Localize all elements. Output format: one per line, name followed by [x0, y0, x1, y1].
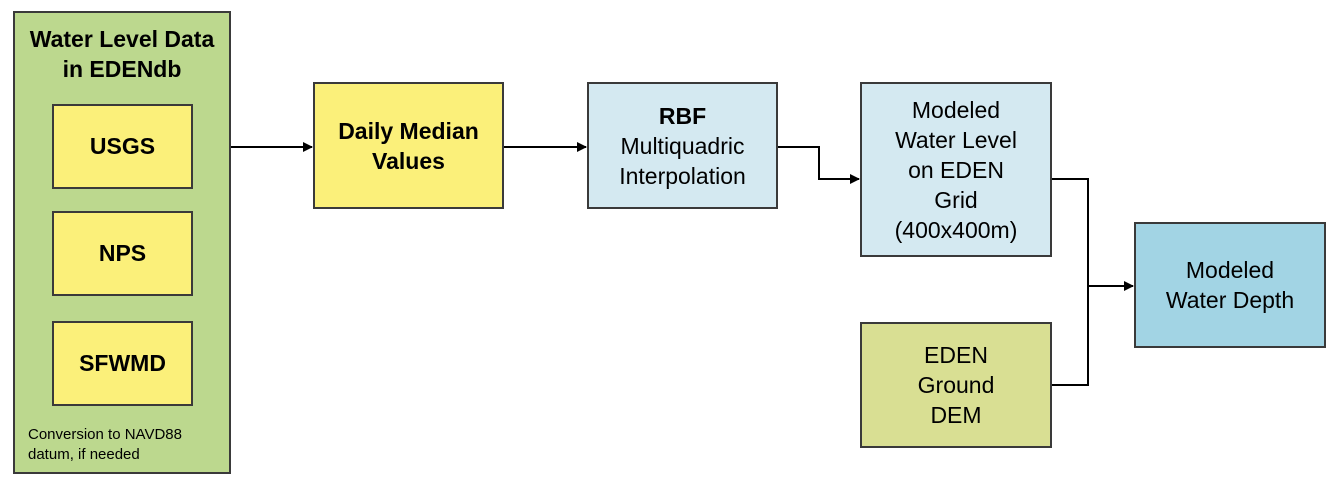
- modeled-level-line2: Water Level: [895, 126, 1017, 153]
- modeled-level-line1: Modeled: [911, 96, 1001, 123]
- conversion-note-line1: Conversion to NAVD88: [28, 426, 182, 443]
- connector-modeled-level-to-merge: [1052, 178, 1089, 286]
- source-usgs-label: USGS: [89, 133, 156, 159]
- source-nps-label: NPS: [98, 240, 147, 266]
- source-sfwmd-box: SFWMD: [52, 321, 193, 406]
- conversion-note: Conversion to NAVD88 datum, if needed: [28, 425, 182, 465]
- modeled-water-depth-box: Modeled Water Depth: [1134, 222, 1326, 348]
- dem-line3: DEM: [930, 402, 982, 428]
- container-title: Water Level Data in EDENdb: [30, 24, 215, 84]
- source-sfwmd-label: SFWMD: [79, 350, 166, 376]
- modeled-level-line5: (400x400m): [894, 216, 1018, 243]
- daily-median-values-box: Daily Median Values: [313, 82, 504, 209]
- daily-median-line1: Daily Median: [338, 117, 479, 144]
- modeled-level-line3: on EDEN: [908, 156, 1004, 183]
- daily-median-line2: Values: [372, 147, 445, 174]
- dem-line2: Ground: [917, 372, 995, 398]
- arrow-rbf-to-modeled-level: [778, 146, 860, 184]
- source-nps-box: NPS: [52, 211, 193, 296]
- modeled-water-level-box: Modeled Water Level on EDEN Grid (400x40…: [860, 82, 1052, 257]
- source-usgs-box: USGS: [52, 104, 193, 189]
- eden-ground-dem-box: EDEN Ground DEM: [860, 322, 1052, 448]
- connector-dem-to-merge: [1052, 286, 1089, 386]
- container-title-line2: in EDENdb: [62, 56, 182, 82]
- water-depth-line1: Modeled: [1185, 257, 1275, 283]
- dem-line1: EDEN: [924, 342, 988, 368]
- water-depth-line2: Water Depth: [1165, 287, 1295, 313]
- conversion-note-line2: datum, if needed: [28, 446, 140, 463]
- rbf-line3: Interpolation: [619, 162, 746, 189]
- rbf-title: RBF: [658, 102, 707, 129]
- container-title-line1: Water Level Data: [29, 26, 215, 52]
- modeled-level-line4: Grid: [934, 186, 978, 213]
- water-level-data-container: Water Level Data in EDENdb USGS NPS SFWM…: [13, 11, 231, 474]
- rbf-interpolation-box: RBF Multiquadric Interpolation: [587, 82, 778, 209]
- rbf-line2: Multiquadric: [620, 132, 745, 159]
